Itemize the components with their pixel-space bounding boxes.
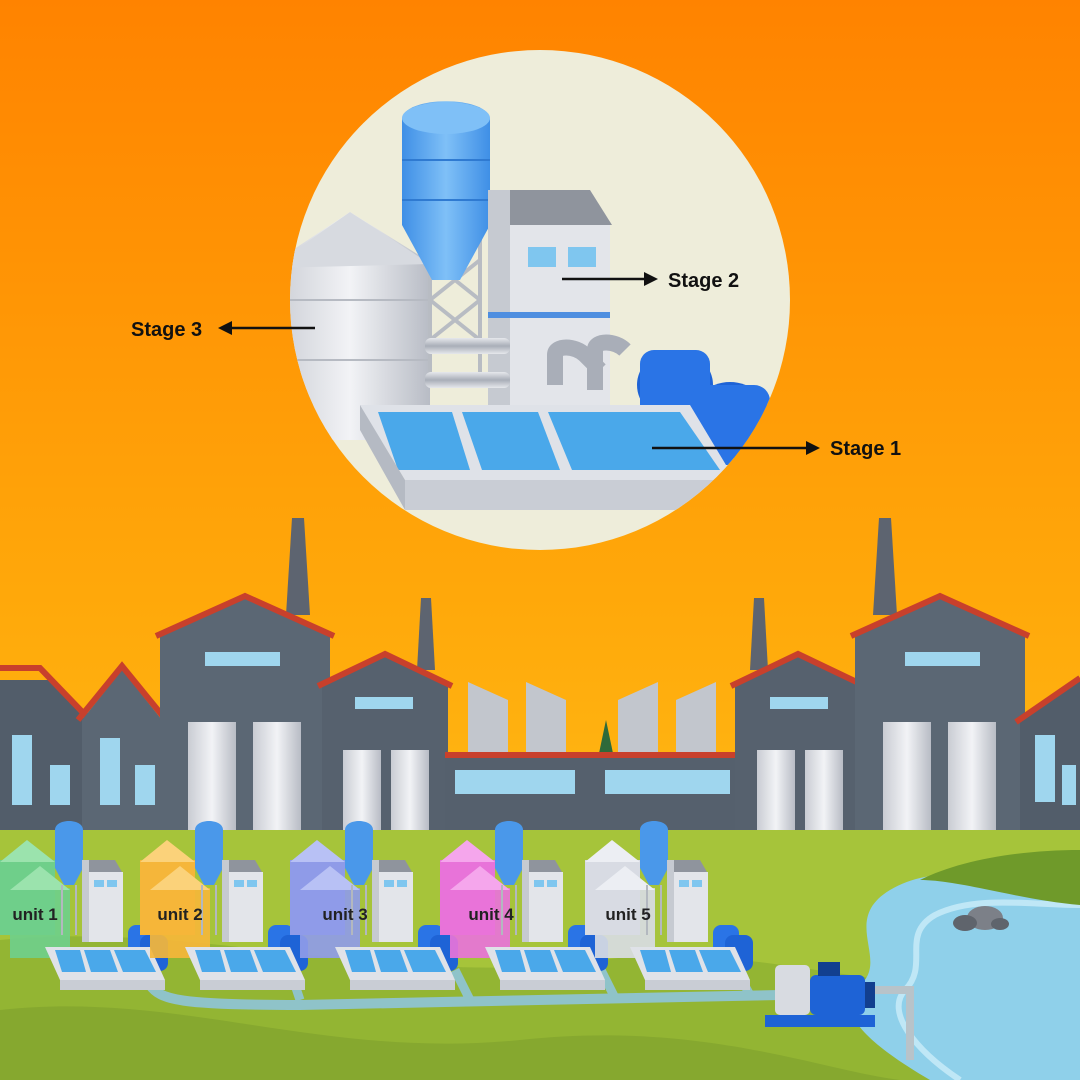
unit-4: unit 4 [440, 821, 608, 990]
stage-2-callout: Stage 2 [562, 270, 739, 292]
unit-3: unit 3 [290, 821, 458, 990]
building-center [445, 755, 745, 835]
unit-5: unit 5 [585, 821, 753, 990]
unit-label: unit 1 [12, 905, 57, 924]
stage-3-callout: Stage 3 [131, 319, 315, 341]
chimney [873, 518, 897, 615]
unit-label: unit 3 [322, 905, 367, 924]
chimney [750, 598, 768, 670]
arrow-right-icon [644, 272, 658, 286]
rock [953, 915, 977, 931]
arrow-left-icon [218, 321, 232, 335]
unit-label: unit 5 [605, 905, 650, 924]
stage-1-label: Stage 1 [830, 438, 901, 460]
stage-2-label: Stage 2 [668, 270, 739, 292]
building-right-main [855, 598, 1025, 830]
arrow-right-icon [806, 441, 820, 455]
stage-1-callout: Stage 1 [652, 438, 901, 460]
factory-skyline [0, 518, 1080, 835]
unit-2: unit 2 [140, 821, 308, 990]
chimney [417, 598, 435, 670]
rock [991, 918, 1009, 930]
water-pump [765, 962, 875, 1027]
chimney [286, 518, 310, 615]
building-left-main [160, 598, 330, 830]
zoomed-plant [290, 101, 770, 510]
building-left-mid [322, 656, 448, 830]
unit-label: unit 4 [468, 905, 514, 924]
unit-label: unit 2 [157, 905, 202, 924]
processing-units: unit 1 unit 2 unit 3 unit 4 unit 5 [0, 821, 753, 990]
stage-3-label: Stage 3 [131, 319, 202, 341]
